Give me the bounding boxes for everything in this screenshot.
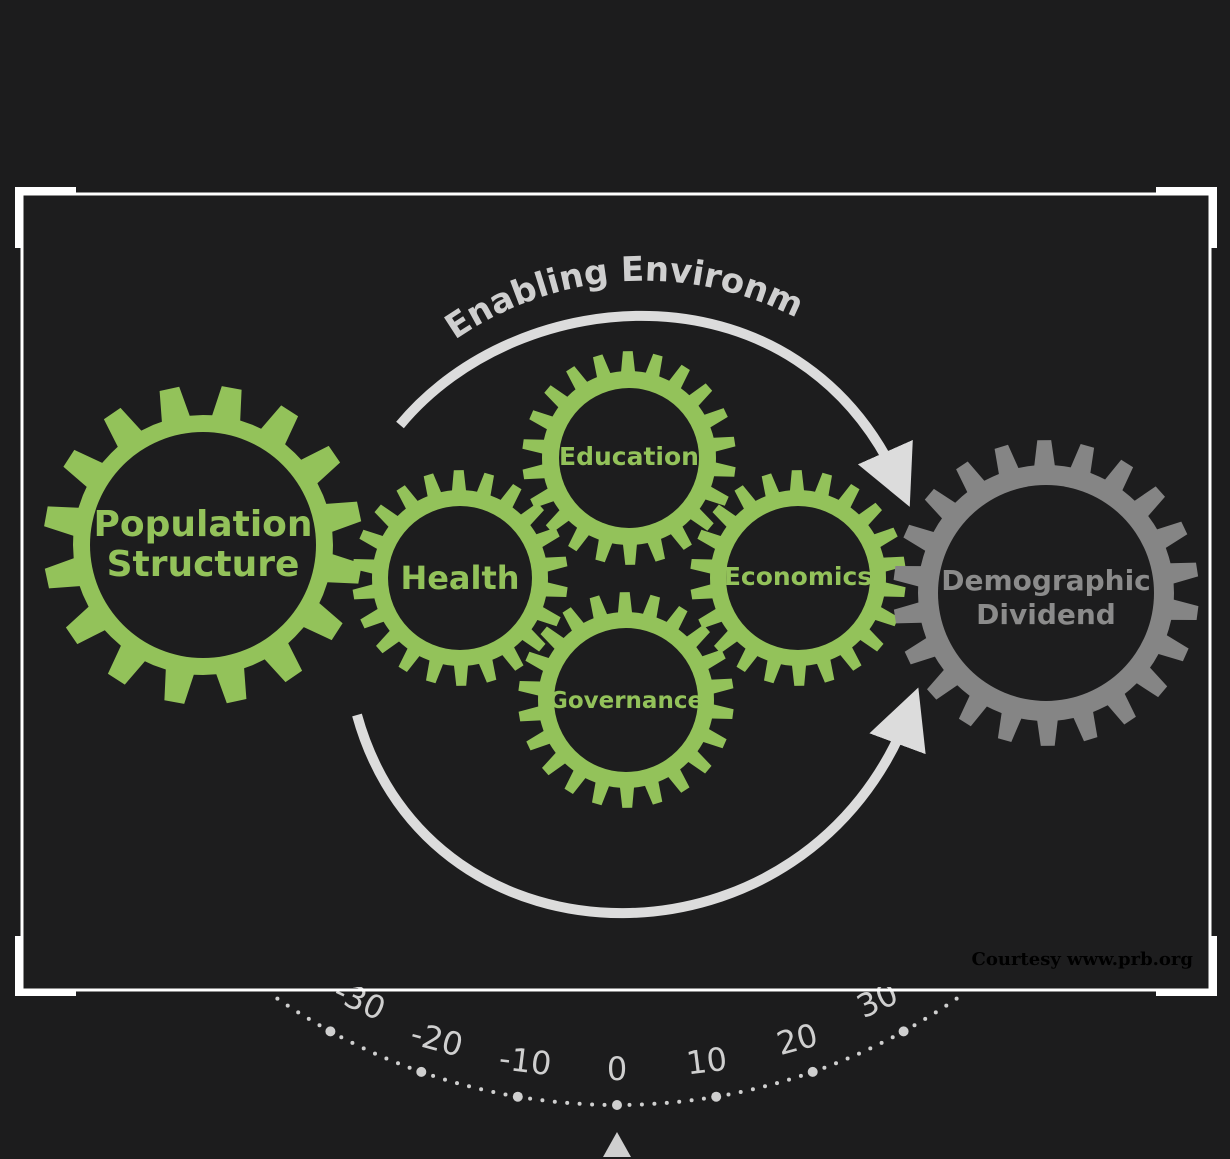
dial-dot: [455, 1081, 459, 1086]
governance-label: Governance: [549, 688, 703, 714]
dial-dot: [944, 1003, 949, 1008]
dial-dot: [912, 1023, 917, 1028]
dial-dot: [467, 1084, 471, 1089]
governance-gear-hub: [554, 628, 698, 772]
dial-tick-label: 20: [773, 1016, 822, 1063]
dial-dot: [763, 1084, 767, 1089]
dial-dot: [317, 1023, 322, 1028]
dial-dot: [677, 1099, 682, 1104]
dial-dot: [384, 1056, 389, 1061]
population-label-line1: Population: [93, 504, 312, 545]
crop-border[interactable]: [20, 192, 1212, 992]
dial-dot: [879, 1040, 884, 1045]
dial-dot: [664, 1100, 669, 1105]
dial-dot: [868, 1046, 873, 1051]
economics-gear-hub: [726, 506, 870, 650]
dial-dot: [540, 1098, 545, 1103]
dial-dot: [416, 1066, 427, 1077]
dial-dot: [787, 1077, 791, 1082]
dial-dot: [590, 1102, 595, 1107]
dial-dot: [898, 1026, 909, 1037]
dial-dot: [528, 1096, 533, 1101]
dial-dot: [491, 1090, 496, 1094]
crop-handle-top-right[interactable]: [1156, 187, 1217, 248]
dial-dot: [775, 1081, 779, 1086]
dial-indicator-icon: [603, 1132, 631, 1157]
bottom-arrow: [352, 687, 926, 918]
dial-dot: [275, 996, 280, 1001]
dividend-gear-hub: [938, 485, 1154, 701]
gear-group: [44, 351, 1199, 808]
economics-label: Economics: [724, 562, 872, 591]
population-gear-hub: [90, 432, 316, 658]
dial-dot: [407, 1065, 412, 1070]
dial-dot: [845, 1056, 850, 1061]
dial-dot: [857, 1051, 861, 1056]
dial-dot: [639, 1102, 644, 1107]
dial-dot: [577, 1101, 582, 1106]
dial-dot: [325, 1026, 336, 1037]
dial-dot: [512, 1091, 523, 1102]
crop-handle-bottom-right[interactable]: [1156, 936, 1217, 996]
dividend-label-line2: Dividend: [976, 598, 1116, 631]
crop-handle-bottom-left[interactable]: [15, 936, 76, 996]
health-label: Health: [400, 559, 519, 597]
dial-dot: [627, 1102, 632, 1107]
dial-tick-label: -20: [407, 1014, 467, 1064]
rotation-dial[interactable]: -30 -20 -10 0 10 20 30: [275, 972, 959, 1157]
dial-dot: [711, 1091, 722, 1102]
dial-dot: [602, 1102, 607, 1107]
dial-dot: [738, 1090, 743, 1094]
health-gear-hub: [388, 506, 532, 650]
crop-handle-top-left[interactable]: [15, 187, 76, 248]
top-arrow: [396, 310, 913, 507]
dial-dot: [701, 1096, 706, 1101]
dial-dot: [350, 1040, 355, 1045]
dial-dot: [689, 1098, 694, 1103]
dial-tick-label: 0: [607, 1050, 627, 1088]
dial-dot: [396, 1061, 400, 1066]
dial-dot: [923, 1016, 928, 1021]
dial-dot: [339, 1035, 344, 1040]
dial-dot: [798, 1073, 803, 1078]
dial-dot: [503, 1092, 508, 1097]
dial-dot: [373, 1051, 377, 1056]
dial-dot: [565, 1100, 570, 1105]
education-gear-hub: [559, 388, 699, 528]
crop-frame[interactable]: [15, 187, 1217, 996]
dial-dot: [552, 1099, 557, 1104]
dial-dot: [612, 1100, 622, 1110]
dial-dot: [285, 1003, 290, 1008]
dial-dot: [361, 1046, 366, 1051]
dial-dot: [822, 1065, 827, 1070]
education-label: Education: [559, 442, 699, 471]
dial-dot: [890, 1035, 895, 1040]
dial-dot: [431, 1073, 436, 1078]
dial-dot: [296, 1010, 301, 1015]
population-label-line2: Structure: [107, 544, 300, 585]
dial-dot: [479, 1087, 484, 1092]
dial-dot: [652, 1101, 657, 1106]
dial-dot: [954, 996, 959, 1001]
dial-dot: [933, 1010, 938, 1015]
dial-dot: [306, 1016, 311, 1021]
courtesy-credit: Courtesy www.prb.org: [972, 949, 1194, 970]
dial-tick-label: 10: [684, 1040, 729, 1083]
dividend-label-line1: Demographic: [941, 564, 1151, 597]
dial-tick-label: -10: [497, 1039, 554, 1083]
dial-dot: [834, 1061, 838, 1066]
dial-dot: [750, 1087, 755, 1092]
dial-dot: [807, 1066, 818, 1077]
dial-dot: [726, 1092, 731, 1097]
dial-dot: [443, 1077, 447, 1082]
